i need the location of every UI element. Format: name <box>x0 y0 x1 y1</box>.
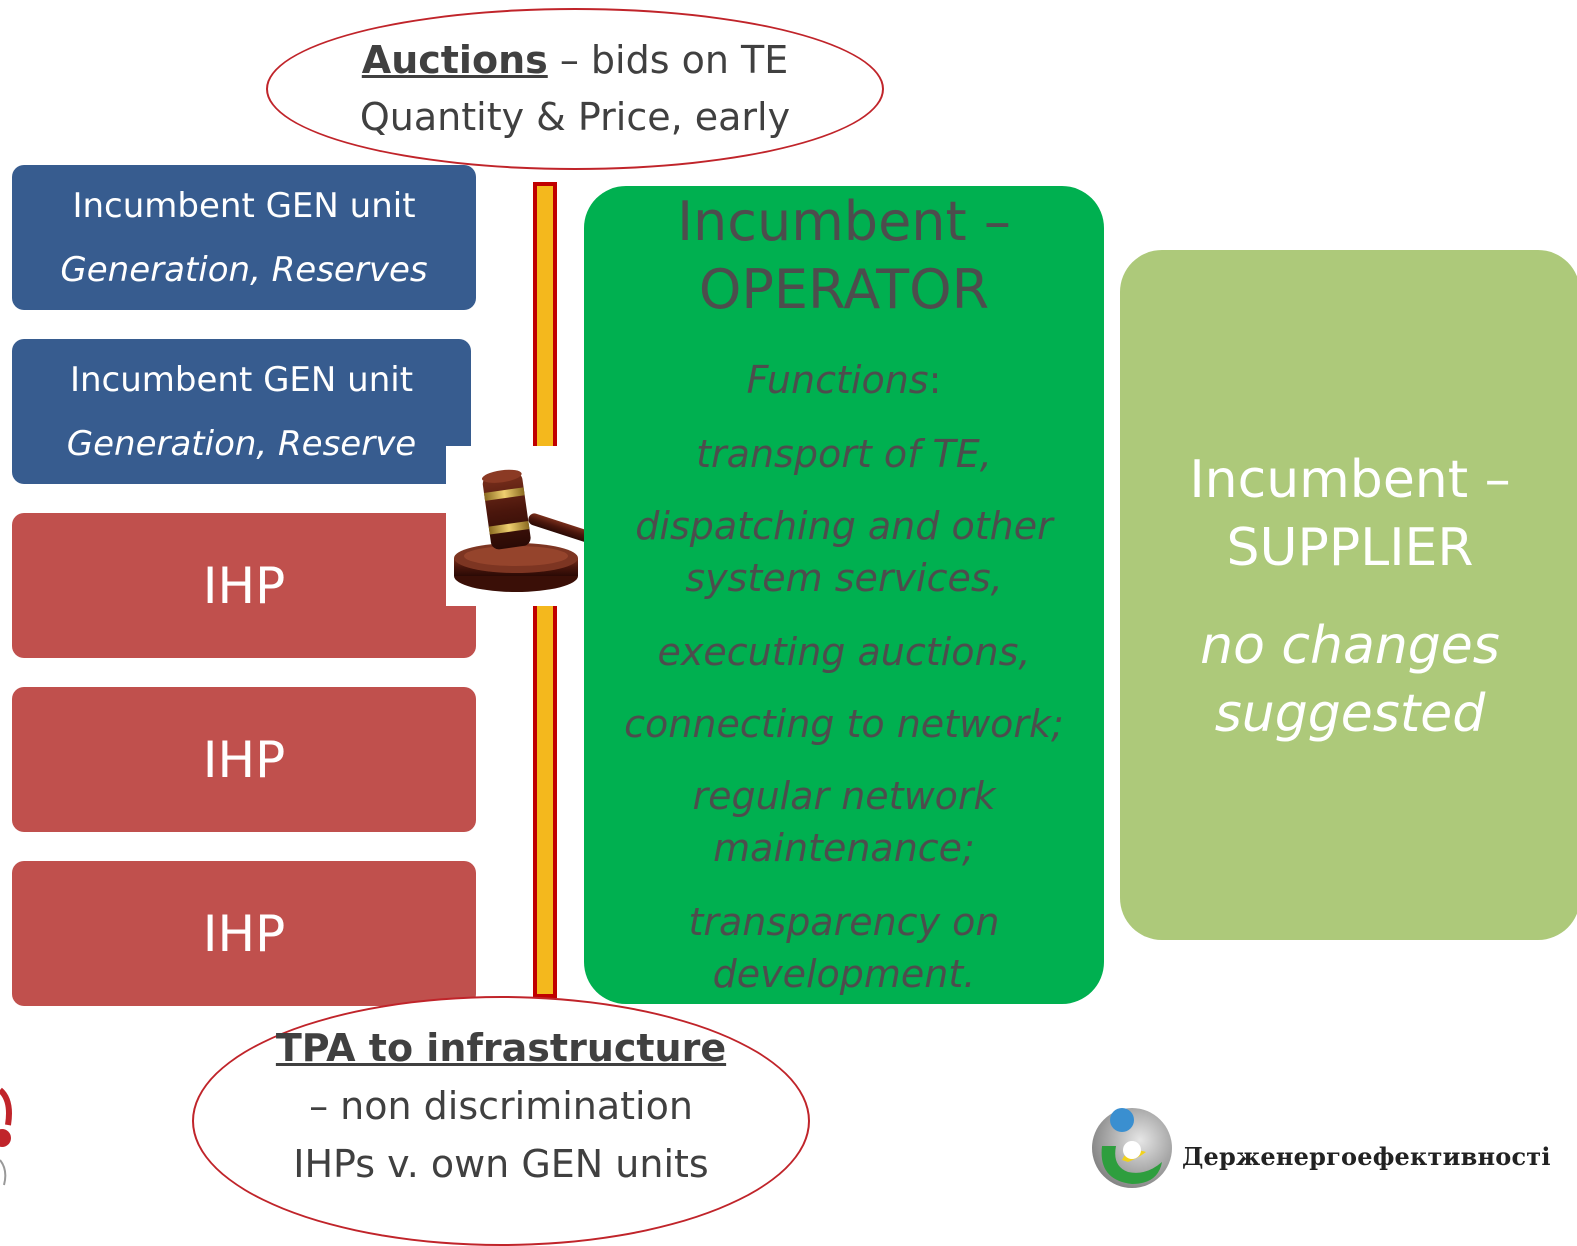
function-item: transport of TE, <box>696 432 992 476</box>
operator-panel <box>584 186 1104 1004</box>
supplier-panel <box>1120 250 1577 940</box>
function-item: regular network <box>692 774 996 818</box>
auctions-line1-rest: – bids on TE <box>547 38 789 82</box>
gen-unit-name: Incumbent GEN unit <box>69 359 414 400</box>
auctions-line1: Auctions – bids on TE <box>362 32 788 89</box>
gavel-icon <box>446 446 624 606</box>
function-item: maintenance; <box>713 826 975 870</box>
ihp-box-3: IHP <box>12 861 476 1006</box>
function-item: system services, <box>685 556 1003 600</box>
supplier-note-line1: no changes <box>1200 616 1500 676</box>
ihp-label: IHP <box>202 730 286 789</box>
auctions-line2: Quantity & Price, early <box>359 95 791 139</box>
tpa-title: TPA to infrastructure <box>275 1026 727 1070</box>
gen-unit-box-2: Incumbent GEN unit Generation, Reserve <box>12 339 471 484</box>
ihp-box-2: IHP <box>12 687 476 832</box>
partial-logo-icon <box>0 1080 14 1190</box>
tpa-ellipse: TPA to infrastructure – non discriminati… <box>192 996 810 1246</box>
function-item: development. <box>712 952 976 996</box>
operator-title: Incumbent – OPERATOR <box>584 188 1104 324</box>
gen-unit-role: Generation, Reserves <box>60 249 428 290</box>
ihp-label: IHP <box>202 904 286 963</box>
functions-colon: : <box>928 358 942 402</box>
supplier-note: no changes suggested <box>1120 612 1577 748</box>
function-item: executing auctions, <box>657 630 1031 674</box>
function-item: dispatching and other <box>635 504 1053 548</box>
agency-logo-text: Держенергоефективності <box>1182 1142 1551 1171</box>
supplier-title: Incumbent – SUPPLIER <box>1120 446 1577 582</box>
auctions-ellipse: Auctions – bids on TE Quantity & Price, … <box>266 8 884 170</box>
operator-title-line1: Incumbent – <box>677 190 1011 253</box>
gen-unit-name: Incumbent GEN unit <box>72 185 416 226</box>
function-item: transparency on <box>688 900 1000 944</box>
ihp-label: IHP <box>202 556 286 615</box>
agency-logo-icon <box>1088 1102 1172 1194</box>
ihp-box-1: IHP <box>12 513 476 658</box>
supplier-title-line2: SUPPLIER <box>1226 518 1474 578</box>
auctions-title: Auctions <box>361 38 548 82</box>
gen-unit-role: Generation, Reserve <box>66 423 417 464</box>
functions-label: Functions <box>746 358 929 402</box>
supplier-note-line2: suggested <box>1214 684 1486 744</box>
functions-heading: Functions: <box>600 354 1088 406</box>
tpa-line3: IHPs v. own GEN units <box>293 1142 709 1186</box>
supplier-title-line1: Incumbent – <box>1189 450 1511 510</box>
function-item: connecting to network; <box>624 702 1064 746</box>
gen-unit-box-1: Incumbent GEN unit Generation, Reserves <box>12 165 476 310</box>
tpa-line2: – non discrimination <box>309 1084 693 1128</box>
operator-title-line2: OPERATOR <box>698 258 990 321</box>
